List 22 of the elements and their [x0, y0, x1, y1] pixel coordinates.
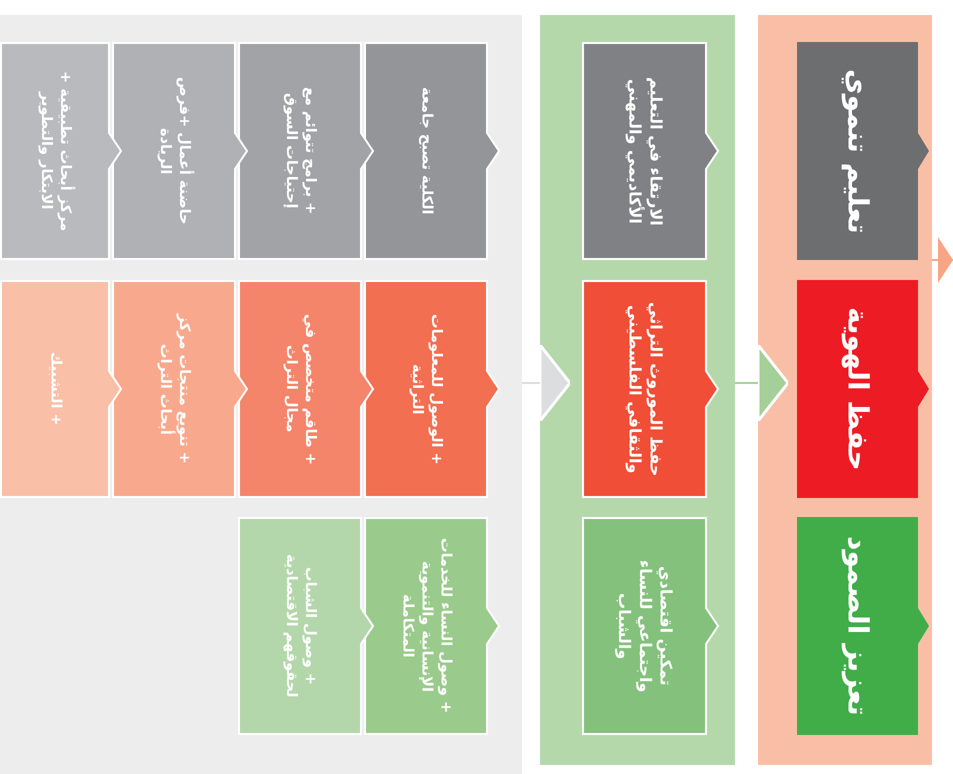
column-band: [758, 15, 932, 765]
output-card: + التشبيك: [0, 280, 122, 498]
output-card: + الوصول للمعلومات التراثية: [364, 280, 500, 498]
output-card: + طاقم متخصص في مجال التراث: [238, 280, 374, 498]
goal-box: حفظ الموروث التراثي والثقافي الفلسطيني: [582, 280, 719, 498]
pillar-box: حفظ الهوية: [797, 280, 930, 498]
output-card: حاضنة أعمال +فرص الريادة: [112, 42, 248, 260]
output-card: + تنويع منتجات مركز أبحاث التراث: [112, 280, 248, 498]
output-card: مركز أبحاث تطبيقية + الابتكار والتطوير: [0, 42, 122, 260]
output-card: + وصول النساء للخدمات الإنسانية والتنموية المتكاملة: [364, 517, 500, 735]
output-card: الكلية تصبح جامعة: [364, 42, 500, 260]
panel-background: [0, 15, 522, 774]
pillar-box: تعليم تنموي: [797, 42, 930, 260]
column-band: [540, 15, 735, 765]
pillar-box: تعزيز الصمود: [797, 517, 930, 735]
output-card: + وصول الشباب لحقوقهم الاقتصادية: [238, 517, 374, 735]
output-card: + برامج تتوائم مع إحتياجات السوق: [238, 42, 374, 260]
arrow: [522, 344, 572, 422]
goal-box: الارتقاء في التعليم الأكاديمي والمهني: [582, 42, 719, 260]
arrow: [932, 237, 953, 283]
goal-box: تمكين اقتصادي واجتماعي للنساء والشباب: [582, 517, 719, 735]
arrow: [735, 344, 790, 422]
